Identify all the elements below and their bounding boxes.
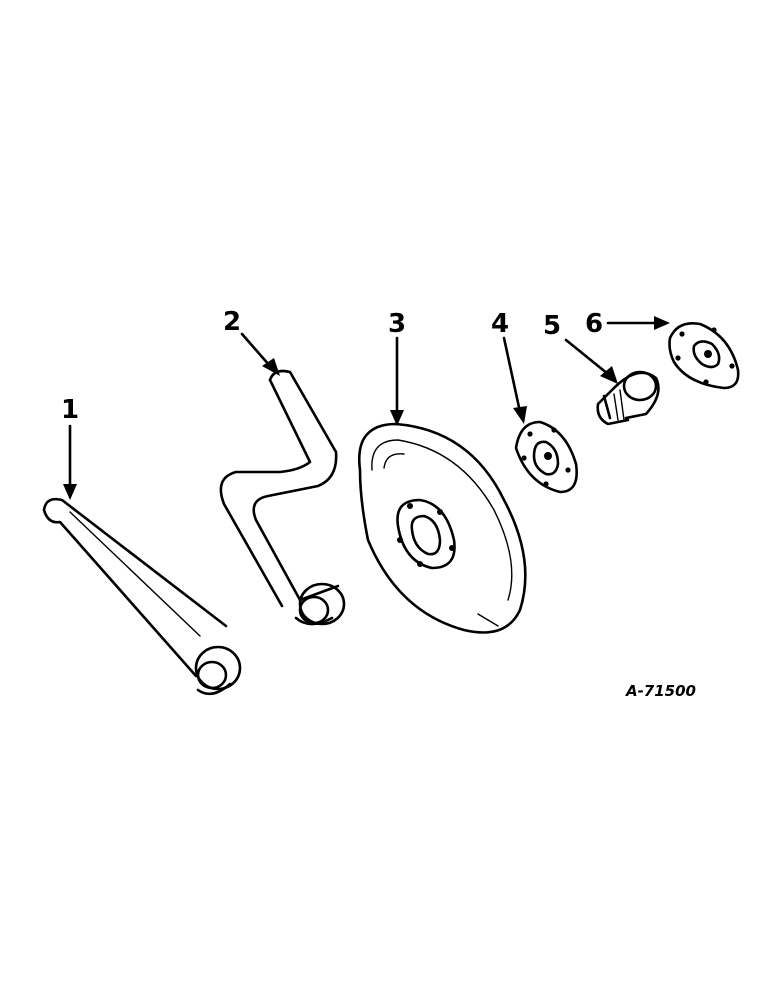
callout-6: 6	[585, 309, 603, 339]
figure-id: A-71500	[625, 682, 696, 700]
callout-2: 2	[223, 307, 241, 337]
callout-5: 5	[543, 311, 561, 341]
leader-arrow-2	[240, 332, 280, 376]
leader-arrow-1	[63, 424, 77, 500]
callout-4: 4	[491, 309, 509, 339]
part-3-disk-blade	[357, 422, 527, 634]
callout-3: 3	[388, 309, 406, 339]
part-6-flange-plate	[668, 322, 740, 390]
leader-arrow-3	[390, 336, 404, 426]
callout-1: 1	[61, 395, 79, 425]
part-1-straight-arm	[42, 497, 242, 696]
leader-arrow-5	[564, 338, 618, 384]
callout-numbers: 1 2 3 4 5 6	[61, 307, 603, 425]
part-4-hub	[514, 420, 578, 494]
leader-arrows	[63, 316, 670, 500]
part-2-offset-arm	[219, 369, 346, 626]
leader-arrow-4	[502, 336, 527, 424]
leader-arrow-6	[606, 316, 670, 330]
part-5-spindle	[596, 370, 660, 426]
